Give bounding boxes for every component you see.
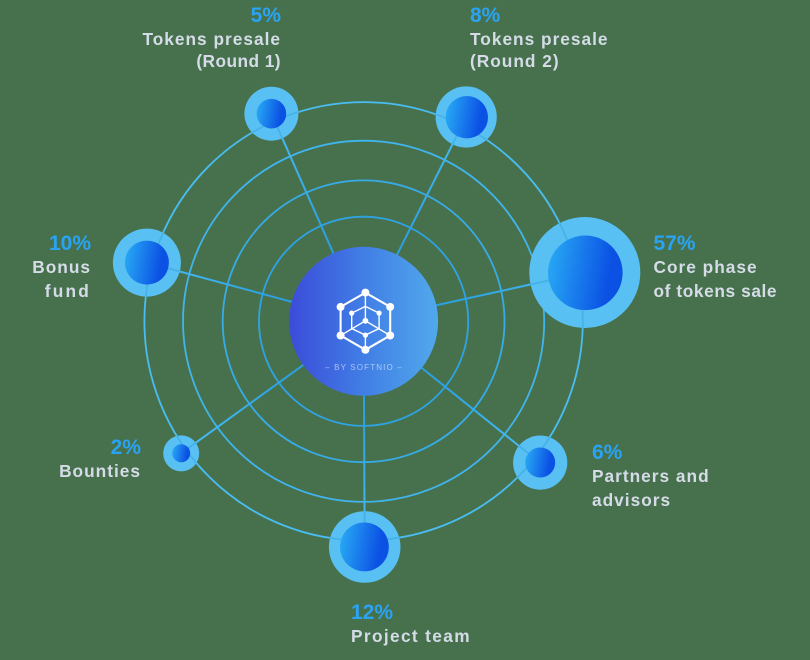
svg-text:– BY SOFTNIO –: – BY SOFTNIO – <box>325 363 403 372</box>
